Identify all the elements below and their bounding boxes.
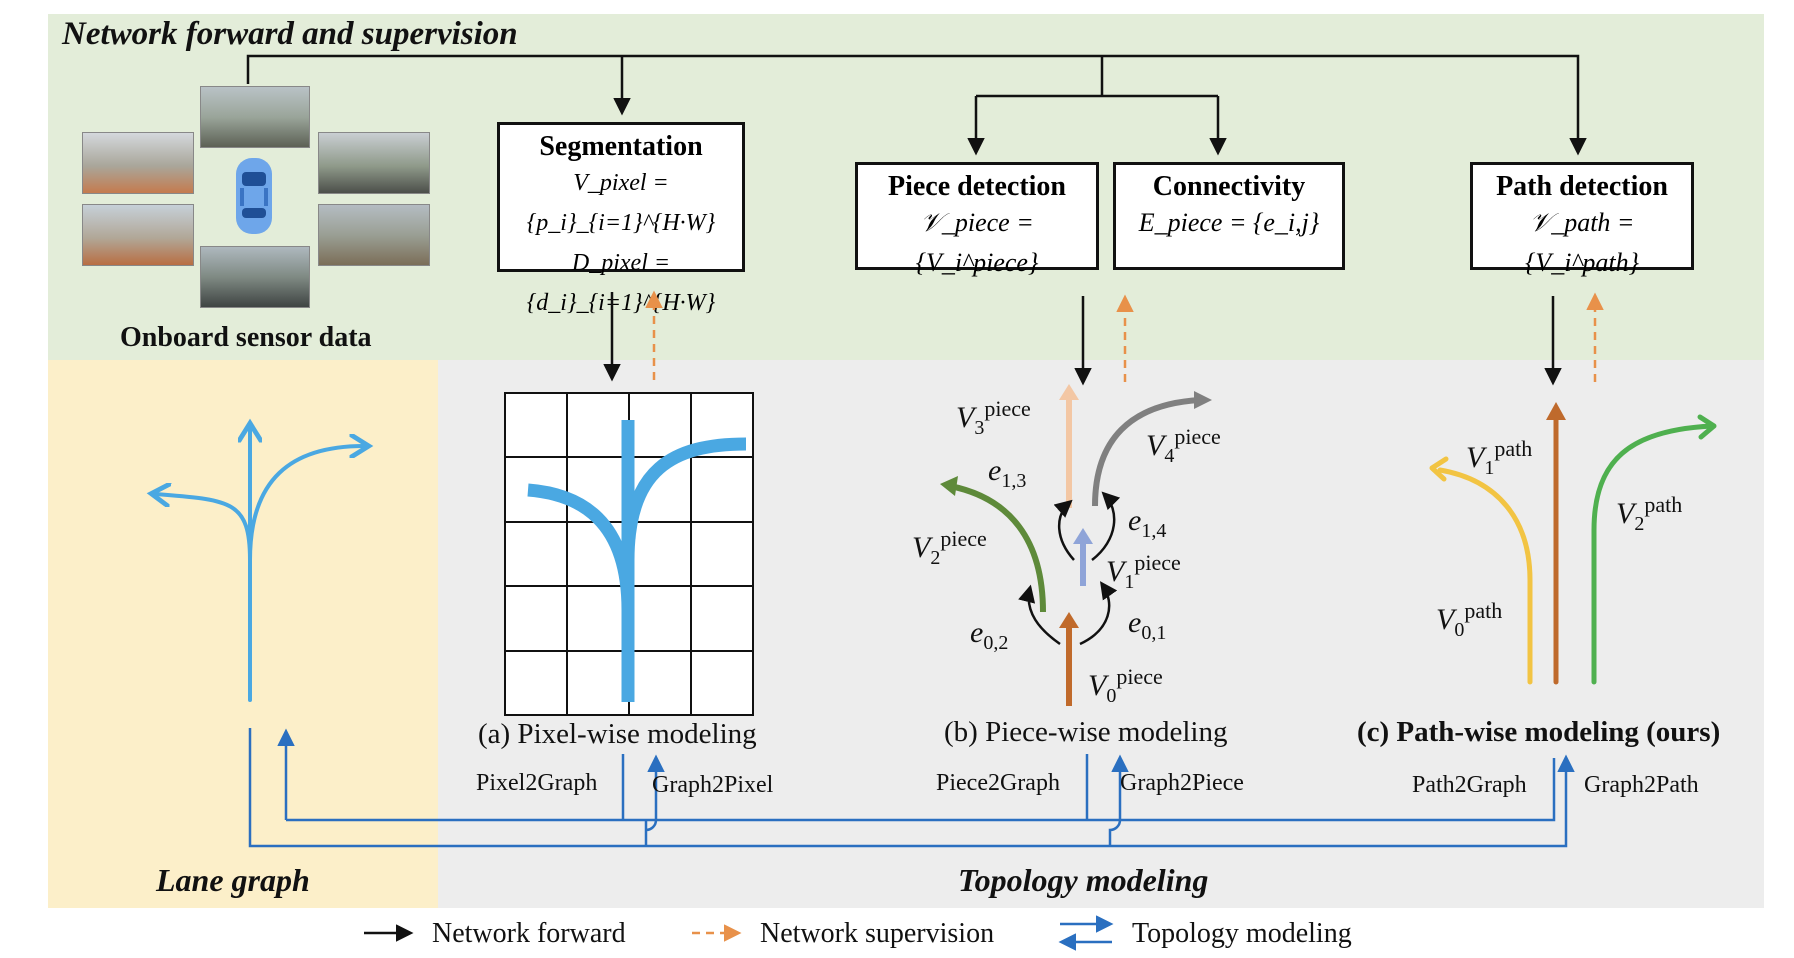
path-arrows (1429, 402, 1717, 685)
piece-label-e13: e1,3 (988, 454, 1027, 492)
camera-front-left-image (82, 132, 194, 194)
pixel-panel-caption: (a) Pixel-wise modeling (478, 718, 757, 750)
segmentation-formula-1: V_pixel = {p_i}_{i=1}^{H·W} (526, 170, 716, 236)
piece-detection-formula: 𝒱_piece = {V_i^piece} (915, 208, 1039, 277)
piece-label-v3: V3piece (956, 396, 1031, 439)
graph2path-label: Graph2Path (1584, 772, 1699, 798)
piece2graph-label: Piece2Graph (936, 770, 1060, 796)
path-label-v1: V1path (1466, 436, 1533, 479)
piece-label-e02: e0,2 (970, 616, 1009, 654)
path-detection-formula: 𝒱_path = {V_i^path} (1524, 208, 1640, 277)
connectivity-formula: E_piece = {e_i,j} (1138, 208, 1320, 237)
camera-back-right-image (318, 204, 430, 266)
path-panel-caption: (c) Path-wise modeling (ours) (1357, 716, 1721, 748)
connectivity-box: Connectivity E_piece = {e_i,j} (1113, 162, 1345, 270)
legend-graphics (364, 915, 1114, 951)
piece-detection-box: Piece detection 𝒱_piece = {V_i^piece} (855, 162, 1099, 277)
segmentation-formula-2: D_pixel = {d_i}_{i=1}^{H·W} (526, 250, 716, 316)
legend-topology-label: Topology modeling (1132, 918, 1352, 949)
piece-arrows (940, 384, 1212, 706)
piece-panel-caption: (b) Piece-wise modeling (944, 716, 1228, 748)
graph2pixel-label: Graph2Pixel (652, 772, 774, 798)
pixel2graph-label: Pixel2Graph (476, 770, 598, 796)
graph2piece-label: Graph2Piece (1120, 770, 1244, 796)
path-label-v0: V0path (1436, 598, 1503, 641)
lane-graph-label: Lane graph (156, 862, 310, 898)
forward-connections (246, 54, 1587, 156)
section-title: Network forward and supervision (62, 16, 518, 52)
ego-car-icon (232, 156, 276, 236)
segmentation-title: Segmentation (539, 131, 703, 162)
path-detection-box: Path detection 𝒱_path = {V_i^path} (1470, 162, 1694, 277)
legend-forward-label: Network forward (432, 918, 626, 949)
camera-back-left-image (82, 204, 194, 266)
pixel-lane-mask (527, 420, 747, 702)
path-label-v2: V2path (1616, 492, 1683, 535)
piece-label-v1: V1piece (1106, 550, 1181, 593)
piece-connectivity-arcs (1018, 491, 1121, 646)
segmentation-box: Segmentation V_pixel = {p_i}_{i=1}^{H·W}… (497, 122, 745, 316)
legend-supervision-label: Network supervision (760, 918, 995, 949)
connectivity-title: Connectivity (1152, 171, 1306, 202)
supervision-arrows (645, 290, 1604, 382)
piece-label-v0: V0piece (1088, 664, 1163, 707)
camera-front-right-image (318, 132, 430, 194)
sensor-caption: Onboard sensor data (120, 322, 372, 353)
forward-arrows (603, 292, 1562, 386)
lane-graph-drawing (156, 428, 364, 702)
path-v0-arrow (1437, 467, 1533, 685)
piece-label-v2: V2piece (912, 526, 987, 569)
topology-lines (248, 728, 1575, 848)
piece-v2-arrow (949, 483, 1046, 613)
camera-front-image (200, 86, 310, 148)
path-v2-arrow (1591, 423, 1715, 685)
topology-modeling-label: Topology modeling (958, 862, 1209, 898)
piece-detection-title: Piece detection (887, 171, 1067, 202)
path-detection-title: Path detection (1496, 171, 1668, 202)
camera-back-image (200, 246, 310, 308)
piece-label-e14: e1,4 (1128, 504, 1167, 542)
piece-label-e01: e0,1 (1128, 606, 1167, 644)
path2graph-label: Path2Graph (1412, 772, 1527, 798)
piece-v4-arrow (1092, 397, 1201, 507)
piece-label-v4: V4piece (1146, 424, 1221, 467)
